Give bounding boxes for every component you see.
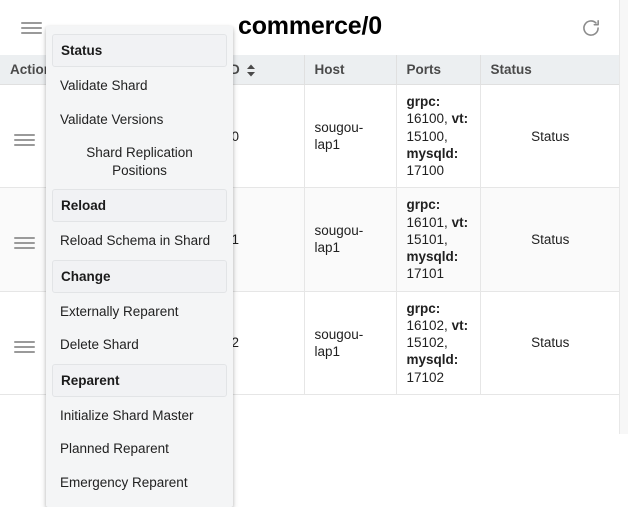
port-value: 15100, bbox=[406, 128, 448, 144]
sort-arrows-icon[interactable] bbox=[246, 64, 256, 77]
port-value: 17100 bbox=[406, 163, 445, 179]
port-value: 16100, bbox=[406, 111, 448, 127]
cell-ports: grpc: 16102, vt: 15102, mysqld: 17102 bbox=[396, 291, 481, 395]
menu-item[interactable]: Validate Versions bbox=[46, 102, 233, 137]
port-value: 17102 bbox=[406, 369, 445, 385]
row-menu-icon[interactable] bbox=[14, 234, 35, 252]
port-label: mysqld: bbox=[406, 145, 459, 161]
row-menu-bar bbox=[14, 134, 35, 137]
menu-item[interactable]: Reload Schema in Shard bbox=[46, 224, 233, 258]
cell-status[interactable]: Status bbox=[480, 84, 620, 189]
port-label: grpc: bbox=[406, 94, 441, 109]
menu-item[interactable]: Initialize Shard Master bbox=[46, 398, 233, 433]
port-label: vt: bbox=[451, 317, 469, 333]
row-menu-bar bbox=[14, 139, 35, 142]
row-menu-bar bbox=[14, 345, 35, 348]
row-menu-icon[interactable] bbox=[14, 338, 35, 356]
menu-item[interactable]: Validate Shard bbox=[46, 69, 233, 103]
hamburger-bar bbox=[20, 26, 42, 29]
port-label: vt: bbox=[451, 111, 469, 127]
menu-section-header: Reparent bbox=[52, 363, 227, 397]
menu-section-header: Reload bbox=[52, 189, 227, 223]
port-value: 16101, bbox=[406, 214, 448, 230]
port-value: 16102, bbox=[406, 317, 448, 333]
cell-status[interactable]: Status bbox=[480, 291, 620, 395]
menu-item[interactable]: Externally Reparent bbox=[46, 294, 233, 329]
cell-host: sougou-lap1 bbox=[304, 187, 397, 292]
cell-host: sougou-lap1 bbox=[304, 291, 397, 395]
hamburger-icon[interactable] bbox=[18, 15, 44, 41]
port-value: 15101, bbox=[406, 231, 448, 247]
column-header-status: Status bbox=[480, 55, 620, 85]
page-title: commerce/0 bbox=[238, 12, 382, 40]
port-label: mysqld: bbox=[406, 352, 459, 368]
row-menu-bar bbox=[14, 242, 35, 245]
column-header-host: Host bbox=[304, 55, 397, 85]
port-value: 15102, bbox=[406, 335, 448, 351]
hamburger-bar bbox=[20, 31, 42, 34]
row-menu-bar bbox=[14, 350, 35, 353]
menu-item[interactable]: Delete Shard bbox=[46, 328, 233, 362]
port-label: mysqld: bbox=[406, 249, 459, 265]
refresh-icon[interactable] bbox=[576, 13, 606, 43]
column-header-ports: Ports bbox=[396, 55, 481, 85]
row-menu-bar bbox=[14, 340, 35, 343]
row-menu-bar bbox=[14, 247, 35, 250]
menu-section-header: Status bbox=[52, 34, 227, 67]
row-menu-bar bbox=[14, 144, 35, 147]
row-menu-bar bbox=[14, 237, 35, 240]
page-scrollbar[interactable] bbox=[619, 0, 628, 434]
row-menu-icon[interactable] bbox=[14, 131, 35, 149]
port-label: grpc: bbox=[406, 300, 441, 316]
menu-item[interactable]: Emergency Reparent bbox=[46, 465, 233, 500]
hamburger-bar bbox=[20, 21, 42, 24]
cell-status[interactable]: Status bbox=[480, 187, 620, 292]
menu-item[interactable]: Shard Replication Positions bbox=[46, 136, 233, 188]
menu-section-header: Change bbox=[52, 259, 227, 293]
cell-ports: grpc: 16101, vt: 15101, mysqld: 17101 bbox=[396, 187, 481, 292]
menu-item[interactable]: Planned Reparent bbox=[46, 432, 233, 466]
port-value: 17101 bbox=[406, 266, 445, 282]
port-label: vt: bbox=[451, 214, 469, 230]
cell-host: sougou-lap1 bbox=[304, 84, 397, 189]
cell-ports: grpc: 16100, vt: 15100, mysqld: 17100 bbox=[396, 84, 481, 189]
port-label: grpc: bbox=[406, 197, 441, 213]
